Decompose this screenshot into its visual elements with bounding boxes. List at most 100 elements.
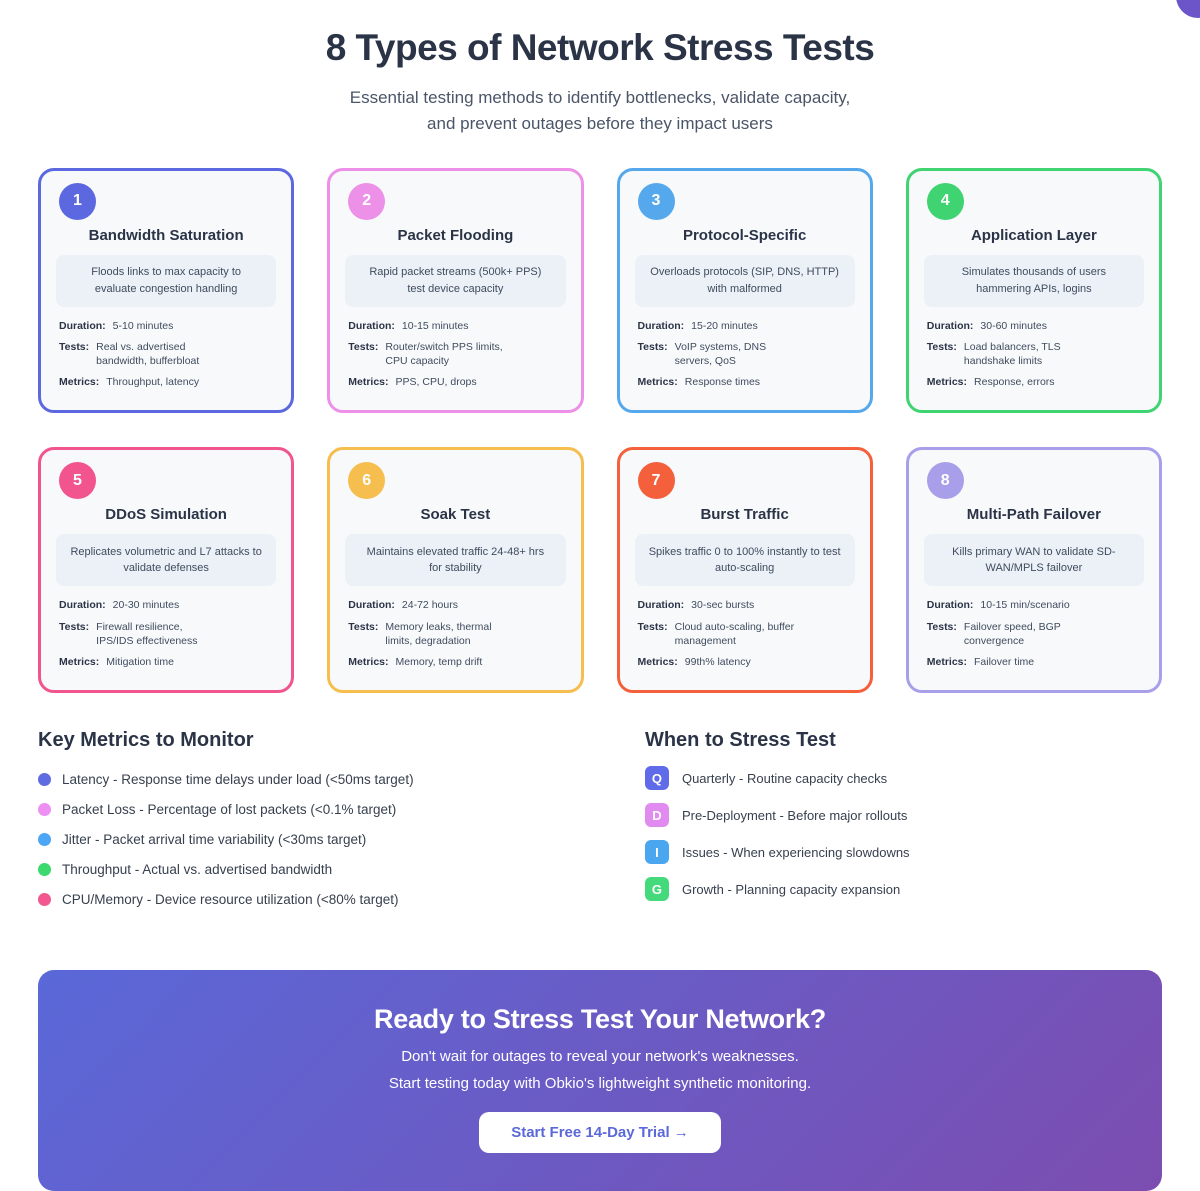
tests-value: Real vs. advertised bandwidth, bufferblo… [96,340,200,368]
card-details: Duration: 15-20 minutes Tests: VoIP system… [635,319,855,390]
duration-row: Duration:10-15 min/scenario [927,598,1144,612]
duration-row: Duration: 20-30 minutes [59,598,276,612]
bottom-lists: Key Metrics to Monitor Latency - Respons… [38,729,1162,922]
key-metrics-heading: Key Metrics to Monitor [38,729,254,752]
card-description: Kills primary WAN to validate SD-WAN/MPL… [923,534,1144,587]
tests-label: Tests: [59,620,90,633]
cta-banner: Ready to Stress Test Your Network? Don't… [38,970,1162,1191]
metrics-value: Response times [684,376,761,389]
metrics-value: Memory, temp drift [395,655,483,668]
tests-value: Memory leaks, thermal limits, degradatio… [385,620,492,647]
tests-value: Router/switch PPS limits, CPU capacity [385,340,503,368]
duration-label: Duration: [637,599,685,612]
card-description: Overloads protocols (SIP, DNS, HTTP) wit… [634,254,855,307]
metrics-value: Response, errors [974,376,1055,389]
page-header: 8 Types of Network Stress Tests Essentia… [0,0,1200,138]
subtitle-line-1: Essential testing methods to identify bo… [349,88,851,107]
metric-text: Jitter - Packet arrival time variability… [62,832,367,848]
packet-loss-dot-icon [38,803,51,817]
card-number-badge: 1 [59,182,96,220]
tests-row: Tests: Firewall resilience, IPS/IDS effec… [59,620,276,648]
metrics-value: Throughput, latency [106,376,200,389]
card-bandwidth-saturation: 1 Bandwidth Saturation Floods links to m… [38,167,295,414]
key-metrics-list: Latency - Response time delays under loa… [38,772,645,907]
duration-label: Duration: [926,319,974,332]
duration-label: Duration: [637,319,685,332]
page-subtitle: Essential testing methods to identify bo… [0,85,1200,138]
duration-value: 15-20 minutes [691,319,758,332]
duration-row: Duration: 24-72 hours [348,598,565,612]
card-details: Duration: 30-60 minutes Tests:Load balanc… [924,319,1144,390]
duration-value: 30-sec bursts [691,599,755,612]
metrics-row: Metrics:Response times [638,375,855,389]
duration-value: 24-72 hours [401,599,458,612]
cta-title: Ready to Stress Test Your Network? [374,1004,826,1035]
duration-label: Duration: [59,319,106,332]
tests-label: Tests: [637,340,668,353]
when-to-test-heading: When to Stress Test [644,729,836,752]
card-description: Rapid packet streams (500k+ PPS) test de… [345,254,566,307]
pre-deployment-badge: D [644,803,669,828]
card-details: Duration:5-10 minutes Tests:Real vs. adv… [56,319,276,390]
card-title: Protocol-Specific [682,226,807,244]
metric-item-jitter: Jitter - Packet arrival time variability… [38,832,645,847]
metrics-row: Metrics:99th% latency [638,655,855,669]
metric-text: Latency - Response time delays under loa… [62,772,414,788]
card-details: Duration:10-15 minutes Tests:Router/swit… [345,319,565,390]
duration-label: Duration: [59,599,106,612]
duration-label: Duration: [348,599,395,612]
metrics-label: Metrics: [348,655,389,668]
metric-text: Throughput - Actual vs. advertised bandw… [62,862,333,878]
metric-item-cpu-memory: CPU/Memory - Device resource utilization… [38,892,645,907]
metrics-value: Mitigation time [106,655,174,668]
metric-text: Packet Loss - Percentage of lost packets… [62,802,397,818]
tests-value: VoIP systems, DNS servers, QoS [674,340,767,368]
tests-row: Tests:Load balancers, TLS handshake limi… [927,340,1144,368]
duration-value: 20-30 minutes [112,599,180,612]
duration-row: Duration: 15-20 minutes [638,319,855,333]
when-text: Issues - When experiencing slowdowns [681,844,910,860]
tests-label: Tests: [348,340,379,353]
metrics-value: Failover time [974,655,1035,668]
card-title: DDoS Simulation [105,506,227,524]
card-title: Packet Flooding [397,226,514,244]
duration-row: Duration:5-10 minutes [59,319,276,333]
metrics-row: Metrics: Memory, temp drift [348,655,565,669]
tests-row: Tests: Router/switch PPS limits, CPU capa… [348,340,565,368]
tests-row: Tests:Memory leaks, thermal limits, degr… [348,620,565,648]
tests-value: Load balancers, TLS handshake limits [963,340,1061,368]
when-text: Quarterly - Routine capacity checks [681,770,888,786]
card-number-badge: 5 [59,462,96,500]
metrics-row: Metrics:PPS, CPU, drops [348,375,565,389]
tests-label: Tests: [637,620,668,633]
tests-row: Tests:Cloud auto-scaling, buffer managem… [638,620,855,648]
issues-badge: I [644,840,669,865]
metrics-row: Metrics: Mitigation time [59,655,276,669]
metrics-label: Metrics: [926,376,968,389]
card-number-badge: 4 [926,182,964,220]
card-description: Maintains elevated traffic 24-48+ hrs fo… [345,534,566,587]
duration-value: 30-60 minutes [980,319,1047,332]
card-description: Replicates volumetric and L7 attacks to … [56,534,277,587]
tests-value: Firewall resilience, IPS/IDS effectivene… [96,620,198,647]
card-details: Duration: 30-sec bursts Tests:Cloud auto-… [635,598,855,669]
start-trial-button[interactable]: Start Free 14-Day Trial → [479,1112,721,1154]
card-title: Burst Traffic [700,506,789,524]
card-title: Bandwidth Saturation [88,226,244,244]
throughput-dot-icon [38,863,51,877]
card-details: Duration: 24-72 hours Tests:Memory leaks,… [345,598,565,669]
tests-row: Tests:Failover speed, BGP convergence [927,620,1144,648]
card-description: Simulates thousands of users hammering A… [923,254,1144,307]
metrics-label: Metrics: [59,655,100,668]
tests-label: Tests: [926,620,957,633]
card-number-badge: 3 [637,182,675,220]
page-title: 8 Types of Network Stress Tests [325,27,875,68]
tests-row: Tests:Real vs. advertised bandwidth, buf… [59,340,276,368]
when-text: Pre-Deployment - Before major rollouts [681,807,908,823]
metric-text: CPU/Memory - Device resource utilization… [62,892,399,908]
card-ddos-simulation: 5 DDoS Simulation Replicates volumetric … [38,447,295,694]
latency-dot-icon [38,773,51,787]
